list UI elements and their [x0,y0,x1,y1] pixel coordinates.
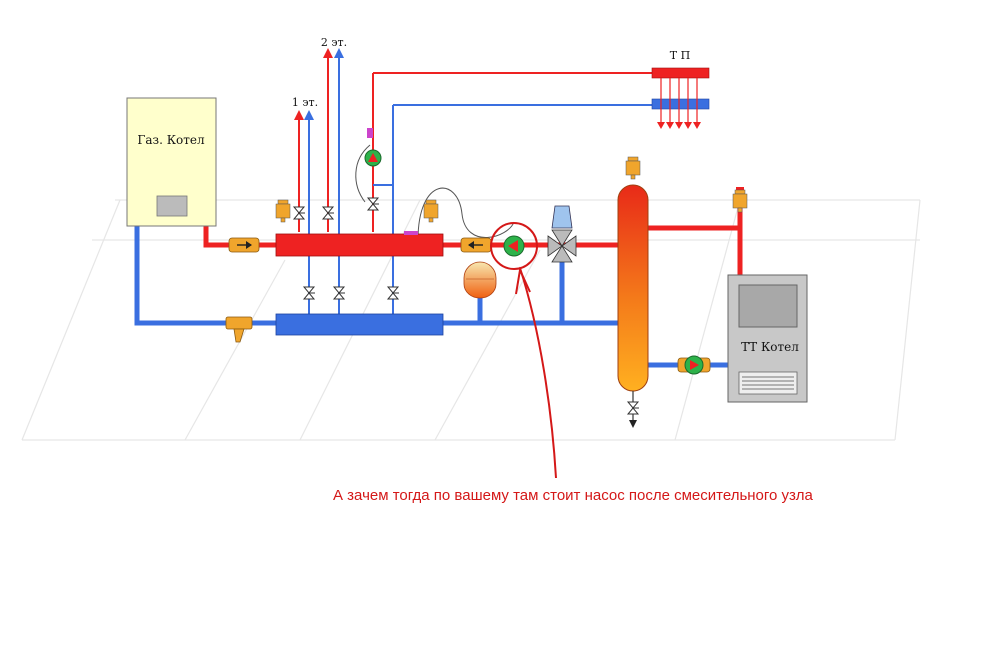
gas-boiler-label: Газ. Котел [137,133,205,147]
underfloor-manifold: Т П [651,49,710,129]
solid-fuel-boiler-door [738,284,798,328]
main-pipes [134,205,743,368]
ball-valve [303,286,316,300]
ball-valve [322,206,335,220]
solid-fuel-boiler-vent-grille [738,371,798,395]
ball-valve [387,286,400,300]
return-header [275,313,444,336]
gas-boiler: Газ. Котел [126,97,217,227]
expansion-tank [463,261,497,299]
circulation-pump-solid-fuel [677,355,711,375]
check-valve-gas-boiler [228,237,260,253]
floor-1-label: 1 эт. [292,96,318,109]
floor-2-label: 2 эт. [321,36,347,49]
ball-valve [293,206,306,220]
buffer-drain-valve [627,401,640,415]
annotation-text: А зачем тогда по вашему там стоит насос … [333,487,814,504]
solid-fuel-boiler: ТТ Котел [727,274,808,403]
pressure-sensor [367,128,373,138]
pressure-sensor-small [404,231,418,235]
check-valve-mixing [460,237,492,253]
underfloor-label: Т П [670,49,690,62]
gas-boiler-display [156,195,188,217]
ball-valve [333,286,346,300]
circulation-pump-mixing [503,235,525,257]
supply-header [275,233,444,257]
buffer-air-vent [625,156,641,180]
buffer-tank [617,184,649,428]
three-way-mixing-valve [547,205,577,263]
boiler-safety-vent [732,187,748,213]
header-air-vent-left [275,199,291,223]
annotation-marker [490,222,557,479]
header-air-vent-right [423,199,439,223]
circulation-pump-riser [364,149,382,167]
solid-fuel-boiler-label: ТТ Котел [741,340,799,354]
strainer [225,316,253,343]
riser-arrows [294,48,344,120]
